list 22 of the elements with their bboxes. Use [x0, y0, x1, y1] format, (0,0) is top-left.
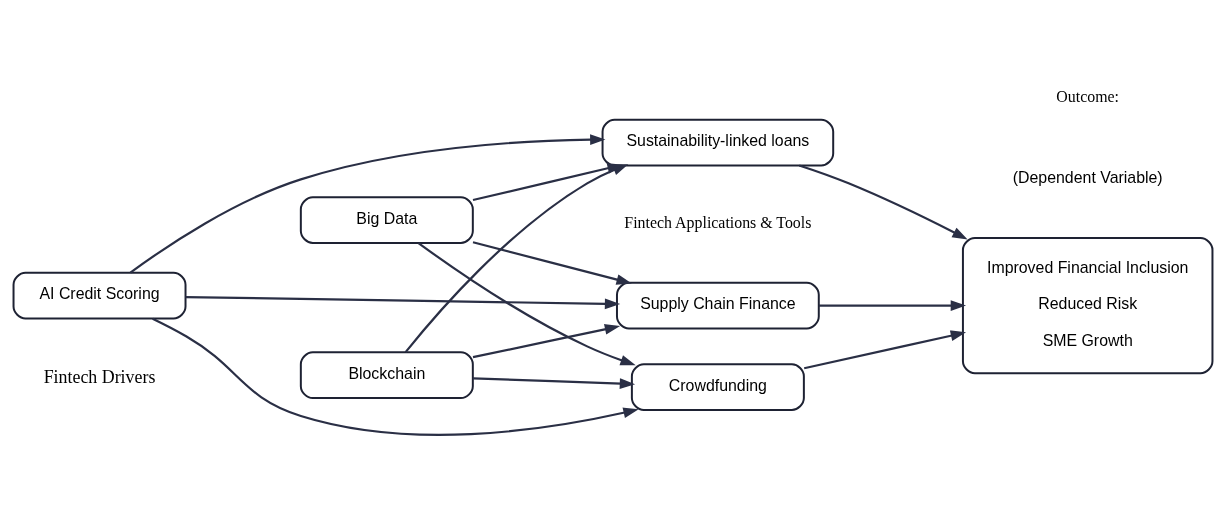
arrow: [417, 242, 636, 366]
node-box: Blockchain: [299, 351, 474, 400]
arrow: [798, 164, 968, 240]
arrow: [472, 324, 621, 359]
arrow: [152, 317, 639, 436]
node-box: Crowdfunding: [630, 363, 805, 411]
arrow: [803, 330, 967, 370]
label: (Dependent Variable): [1012, 169, 1163, 187]
label: Fintech Drivers: [43, 366, 156, 387]
label: Fintech Applications & Tools: [624, 213, 812, 231]
node-box: Improved Financial Inclusion Reduced Risk SME Growth: [961, 237, 1214, 375]
node-box: AI Credit Scoring: [12, 271, 187, 320]
label: Outcome:: [1056, 87, 1120, 105]
arrow: [818, 300, 967, 311]
arrow: [185, 295, 621, 310]
arrow: [472, 377, 636, 389]
node-box: Big Data: [299, 196, 474, 244]
arrow: [129, 134, 606, 274]
arrow: [472, 163, 623, 202]
node-box: Supply Chain Finance: [615, 281, 820, 330]
node-box: Sustainability-linked loans: [601, 118, 835, 167]
arrow: [472, 241, 632, 285]
